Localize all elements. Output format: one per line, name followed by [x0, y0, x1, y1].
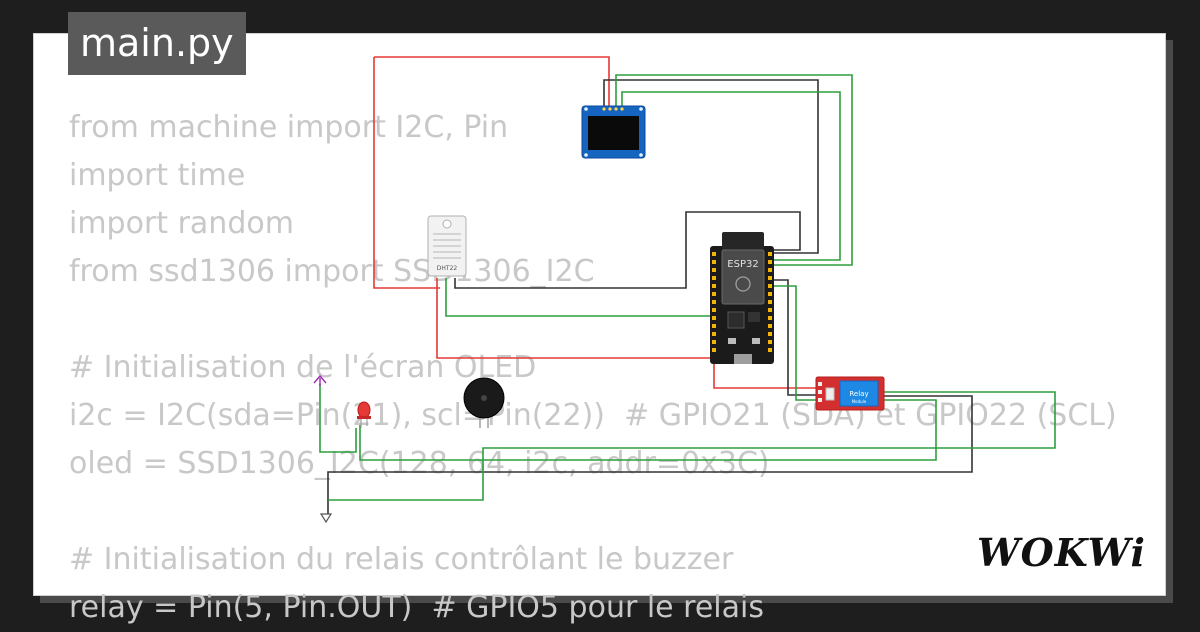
- wire-black-oled-gnd: [603, 79, 819, 254]
- code-line: from machine import I2C, Pin: [69, 110, 509, 145]
- vcc-symbol: [313, 374, 327, 386]
- code-block: from machine import I2C, Pin import time i…: [69, 104, 1117, 632]
- wire-black-relay-gnd: [772, 279, 818, 396]
- wire-red-oled-vcc: [374, 56, 610, 108]
- code-line: import random: [69, 206, 294, 241]
- buzzer[interactable]: [463, 377, 505, 428]
- wires: [319, 56, 1056, 514]
- relay-sublabel: Module: [852, 399, 867, 404]
- code-line: oled = SSD1306_I2C(128, 64, i2c, addr=0x…: [69, 446, 770, 481]
- wire-black-dht-gnd: [454, 211, 801, 289]
- wire-red-vcc-rail: [373, 57, 440, 289]
- wire-green-led: [319, 384, 357, 453]
- esp32-board[interactable]: ESP32: [710, 232, 774, 364]
- esp32-left-pins: [712, 252, 716, 352]
- wire-black-gnd-loop: [327, 395, 973, 514]
- esp32-right-pins: [768, 252, 772, 352]
- relay-module[interactable]: Relay Module: [815, 376, 885, 411]
- relay-label: Relay: [849, 390, 868, 398]
- gnd-symbol: [319, 513, 333, 524]
- wokwi-logo-text: WOKWi: [977, 530, 1146, 575]
- code-line: from ssd1306 import SSD1306_I2C: [69, 254, 595, 289]
- wire-green-oled-sda: [621, 91, 841, 261]
- code-line: # Initialisation de l'écran OLED: [69, 350, 537, 385]
- code-line: # Initialisation du relais contrôlant le…: [69, 542, 734, 577]
- wire-green-relay-com: [359, 399, 937, 461]
- file-tab[interactable]: main.py: [68, 12, 246, 75]
- code-line: relay = Pin(5, Pin.OUT) # GPIO5 pour le …: [69, 590, 764, 625]
- wire-green-relay-in: [772, 285, 818, 401]
- wire-green-dht-data: [445, 278, 712, 317]
- wire-green-relay-no: [328, 391, 1056, 501]
- oled-display[interactable]: [581, 105, 646, 159]
- wire-red-dht: [436, 278, 712, 359]
- esp32-label: ESP32: [727, 259, 758, 270]
- wire-red-relay: [713, 356, 818, 389]
- dht22-sensor[interactable]: DHT22: [427, 215, 467, 277]
- wokwi-logo: WOKWi: [977, 530, 1146, 575]
- red-led[interactable]: [357, 401, 371, 428]
- wire-green-oled-scl: [615, 74, 853, 266]
- code-line: i2c = I2C(sda=Pin(21), scl=Pin(22)) # GP…: [69, 398, 1117, 433]
- dht22-label: DHT22: [437, 265, 458, 272]
- code-line: import time: [69, 158, 246, 193]
